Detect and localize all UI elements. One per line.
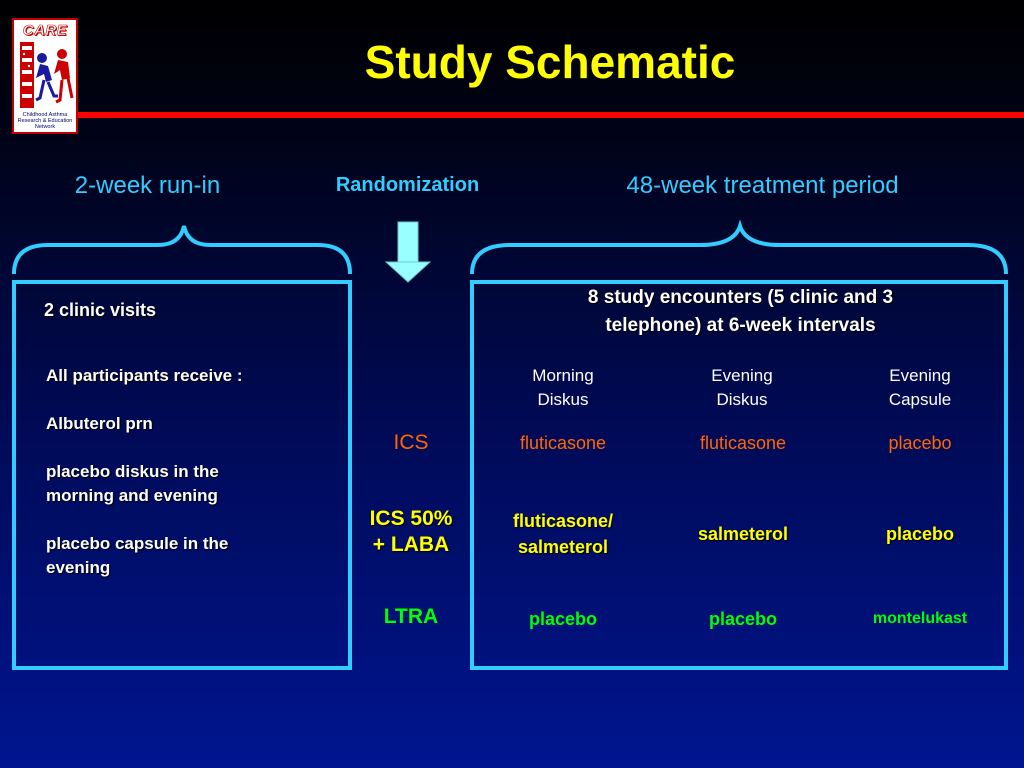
cell-ics-evening-diskus: fluticasone bbox=[699, 433, 787, 453]
encounters-line: 8 study encounters (5 clinic and 3 bbox=[587, 287, 894, 308]
arm-label-ics: ICS bbox=[393, 431, 429, 454]
logo-wordmark: CARE bbox=[22, 22, 68, 40]
cell-laba-evening-capsule: placebo bbox=[885, 524, 955, 544]
arm-label-line: ICS 50% bbox=[369, 507, 453, 530]
children-running-icon bbox=[20, 42, 74, 108]
encounters-line: telephone) at 6-week intervals bbox=[605, 315, 876, 336]
logo-caption-line: Network bbox=[34, 124, 56, 131]
run-in-spacer bbox=[46, 508, 336, 532]
run-in-heading: 2-week run-in bbox=[74, 172, 221, 199]
clinic-visits-label: 2 clinic visits bbox=[44, 300, 157, 320]
run-in-line: All participants receive : bbox=[46, 366, 243, 385]
run-in-box bbox=[12, 280, 352, 670]
run-in-line: Albuterol prn bbox=[46, 414, 153, 433]
run-in-brace bbox=[12, 225, 352, 275]
column-header-line: Evening bbox=[711, 366, 773, 385]
cell-line: salmeterol bbox=[517, 537, 609, 557]
logo-caption-line: Childhood Asthma bbox=[22, 112, 68, 118]
run-in-line: morning and evening bbox=[46, 486, 218, 505]
title-divider bbox=[78, 112, 1024, 118]
cell-laba-morning-diskus: fluticasone/ salmeterol bbox=[483, 508, 643, 560]
logo-caption-line: Research & Education bbox=[17, 118, 73, 125]
column-header-line: Evening bbox=[889, 366, 951, 385]
column-header-morning-diskus: Morning Diskus bbox=[493, 364, 633, 412]
cell-laba-evening-diskus: salmeterol bbox=[697, 524, 789, 544]
cell-line: fluticasone/ bbox=[512, 511, 614, 531]
treatment-heading: 48-week treatment period bbox=[626, 172, 899, 199]
care-logo: CARE Childhood Asthma Research & Educati… bbox=[12, 18, 78, 134]
run-in-line: placebo capsule in the bbox=[46, 534, 229, 553]
run-in-line: evening bbox=[46, 558, 111, 577]
arm-label-ics-laba: ICS 50% + LABA bbox=[355, 506, 467, 558]
cell-ics-morning-diskus: fluticasone bbox=[519, 433, 607, 453]
slide-title: Study Schematic bbox=[364, 36, 736, 88]
column-header-line: Capsule bbox=[888, 390, 952, 409]
cell-ltra-morning-diskus: placebo bbox=[528, 609, 598, 629]
cell-ltra-evening-diskus: placebo bbox=[708, 609, 778, 629]
down-arrow-icon bbox=[384, 221, 432, 283]
column-header-line: Morning bbox=[532, 366, 594, 385]
treatment-box bbox=[470, 280, 1008, 670]
treatment-brace bbox=[470, 219, 1008, 275]
run-in-spacer bbox=[46, 436, 336, 460]
column-header-evening-capsule: Evening Capsule bbox=[850, 364, 990, 412]
run-in-line: placebo diskus in the bbox=[46, 462, 219, 481]
logo-caption: Childhood Asthma Research & Education Ne… bbox=[15, 112, 75, 131]
cell-ltra-evening-capsule: montelukast bbox=[872, 610, 968, 627]
arm-label-ltra: LTRA bbox=[383, 605, 439, 628]
cell-ics-evening-capsule: placebo bbox=[888, 433, 952, 453]
run-in-spacer bbox=[46, 388, 336, 412]
study-encounters-text: 8 study encounters (5 clinic and 3 telep… bbox=[488, 284, 993, 340]
column-header-evening-diskus: Evening Diskus bbox=[672, 364, 812, 412]
column-header-line: Diskus bbox=[537, 390, 589, 409]
run-in-details: All participants receive : Albuterol prn… bbox=[46, 364, 336, 580]
arm-label-line: + LABA bbox=[372, 533, 450, 556]
column-header-line: Diskus bbox=[716, 390, 768, 409]
randomization-heading: Randomization bbox=[335, 174, 480, 196]
